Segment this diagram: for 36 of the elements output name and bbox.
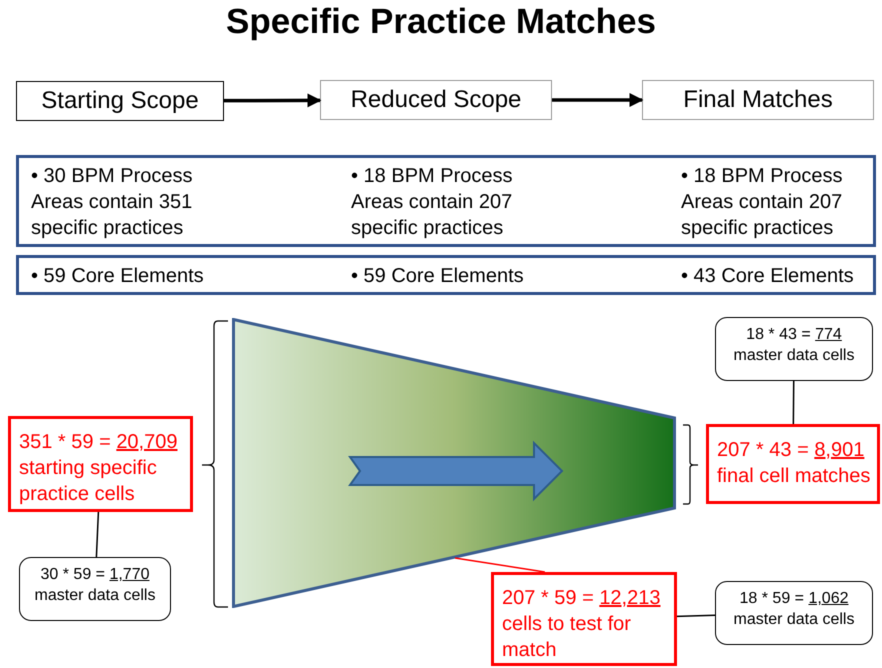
equation-text: 207 * 59 = 12,213 <box>502 586 662 611</box>
description-text: master data cells <box>732 346 856 366</box>
description-text: master data cells <box>732 610 856 630</box>
leader-line <box>676 614 716 618</box>
bullet-text: • 59 Core Elements <box>351 264 525 289</box>
description-text: master data cells <box>34 586 156 606</box>
leader-line <box>96 512 100 558</box>
info-panel <box>16 155 876 247</box>
equation-text: 351 * 59 = 20,709 <box>19 430 178 455</box>
callout-bubble <box>715 581 873 645</box>
equation-text: 30 * 59 = 1,770 <box>40 565 150 585</box>
bullet-text: • 18 BPM Process Areas contain 207 specific practices <box>351 164 514 241</box>
arrow <box>224 93 322 108</box>
equation-text: 18 * 43 = 774 <box>745 325 843 345</box>
description-text: cells to test for match <box>502 612 632 663</box>
scope-box: Reduced Scope <box>320 80 552 120</box>
description-text: final cell matches <box>717 464 871 489</box>
bullet-text: • 43 Core Elements <box>681 264 855 289</box>
description-text: starting specific practice cells <box>19 456 158 507</box>
arrow <box>552 93 644 107</box>
result-box <box>706 424 880 504</box>
callout-bubble <box>715 317 873 381</box>
result-box <box>8 416 193 512</box>
callout-bubble <box>19 557 171 621</box>
leader-line <box>792 381 794 424</box>
equation-text: 207 * 43 = 8,901 <box>717 438 866 463</box>
diagram-title: Specific Practice Matches <box>225 2 657 42</box>
scope-box: Final Matches <box>642 80 874 120</box>
bullet-text: • 30 BPM Process Areas contain 351 specific practices <box>31 164 194 241</box>
result-box <box>491 572 677 666</box>
bullet-text: • 59 Core Elements <box>31 264 205 289</box>
bullet-text: • 18 BPM Process Areas contain 207 specific practices <box>681 164 844 241</box>
info-panel <box>16 255 876 295</box>
equation-text: 18 * 59 = 1,062 <box>738 589 850 609</box>
scope-box: Starting Scope <box>16 81 224 121</box>
leader-line <box>454 557 545 573</box>
